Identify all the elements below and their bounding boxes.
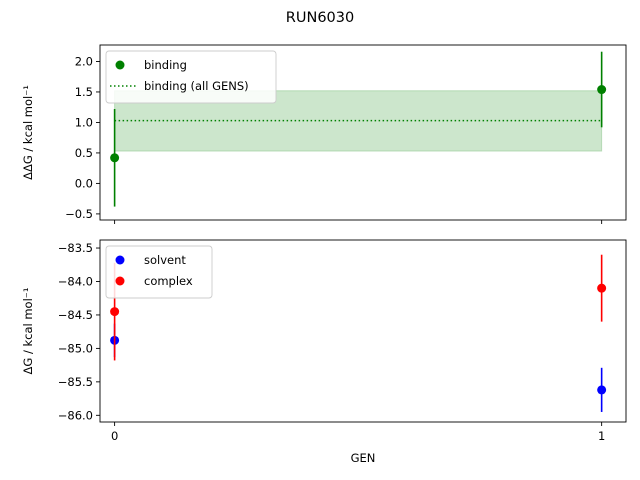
y-tick-label: −0.5 [65, 207, 93, 221]
y-axis-label: ΔΔG / kcal mol⁻¹ [21, 85, 35, 180]
legend-label: complex [144, 274, 193, 288]
complex-point [110, 307, 120, 317]
y-tick-label: −86.0 [58, 408, 93, 422]
y-tick-label: 0.5 [75, 146, 93, 160]
y-axis-label: ΔG / kcal mol⁻¹ [21, 288, 35, 375]
legend: solvent complex [105, 245, 213, 299]
legend-label: binding [144, 58, 187, 72]
legend-frame [105, 245, 213, 299]
y-tick-label: −84.0 [58, 274, 93, 288]
complex-legend-marker [115, 276, 125, 286]
y-tick-label: 0.0 [75, 176, 93, 190]
legend-frame [105, 50, 277, 104]
legend-label: binding (all GENS) [144, 79, 249, 93]
legend-label: solvent [144, 253, 186, 267]
y-tick-label: 1.0 [75, 115, 93, 129]
axes-frame [99, 239, 627, 423]
y-tick-label: 1.5 [75, 85, 93, 99]
y-tick-label: −85.0 [58, 341, 93, 355]
solvent-point [597, 385, 607, 395]
legend: binding binding (all GENS) [105, 50, 277, 104]
bottom-panel: 0 1 −86.0 −85.5 −85.0 −84.5 −84.0 −83.5 ΔG / kca… [21, 239, 627, 465]
y-tick-label: 2.0 [75, 54, 93, 68]
y-tick-label: −83.5 [58, 241, 93, 255]
y-tick-label: −85.5 [58, 375, 93, 389]
x-axis-label: GEN [351, 451, 376, 465]
binding-legend-marker [115, 60, 125, 70]
axes-frame [99, 44, 627, 221]
binding-point [110, 153, 120, 163]
x-tick-label: 0 [111, 429, 118, 443]
y-tick-label: −84.5 [58, 308, 93, 322]
x-tick-label: 1 [598, 429, 605, 443]
solvent-legend-marker [115, 255, 125, 265]
binding-point [597, 85, 607, 95]
complex-point [597, 283, 607, 293]
figure-title: RUN6030 [286, 10, 354, 26]
